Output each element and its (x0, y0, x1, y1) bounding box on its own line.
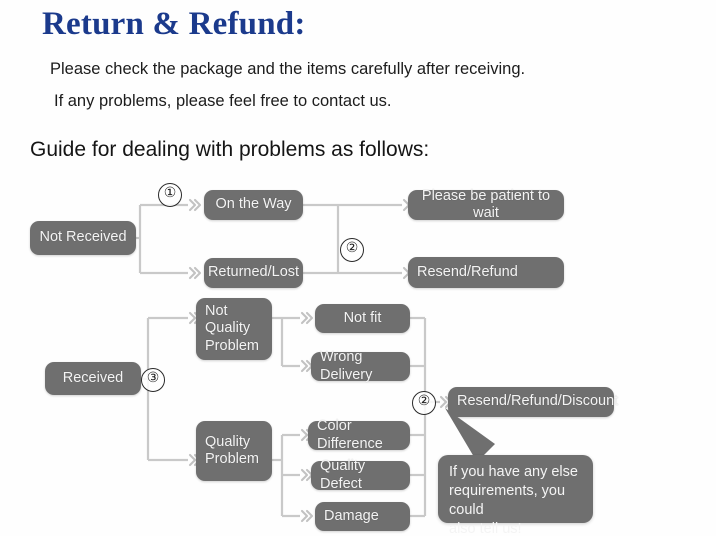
node-damage: Damage (315, 502, 410, 531)
node-please-be-patient-to-wait: Please be patient to wait (408, 188, 564, 221)
node-color-difference: Color Difference (308, 418, 410, 452)
node-quality-defect: Quality Defect (311, 458, 410, 492)
step-number-3: ③ (141, 368, 165, 392)
node-not-received: Not Received (30, 221, 136, 255)
arrow-to-returned-lost (188, 266, 202, 280)
node-on-the-way: On the Way (204, 190, 303, 220)
problem-flowchart: Not Received On the Way Returned/Lost Pl… (0, 178, 716, 537)
step-number-2-top: ② (340, 238, 364, 262)
intro-line-1: Please check the package and the items c… (50, 60, 526, 78)
callout-bubble: If you have any else requirements, you c… (438, 455, 593, 537)
node-received: Received (45, 362, 141, 395)
step-number-1: ① (158, 183, 182, 207)
intro-line-2: If any problems, please feel free to con… (54, 92, 392, 110)
node-wrong-delivery: Wrong Delivery (311, 349, 410, 383)
page-title: Return & Refund: (42, 6, 306, 42)
arrow-to-on-the-way (188, 198, 202, 212)
node-returned-lost: Returned/Lost (204, 258, 303, 288)
arrow-to-damage (300, 509, 314, 523)
node-not-quality-problem: Not Quality Problem (196, 298, 272, 360)
node-resend-refund: Resend/Refund (408, 257, 564, 288)
arrow-to-not-fit (300, 311, 314, 325)
node-resend-refund-discount: Resend/Refund/Discount (448, 387, 618, 417)
callout-tail-icon (445, 408, 495, 462)
flowchart-connectors (136, 198, 453, 523)
node-quality-problem: Quality Problem (196, 421, 272, 481)
node-not-fit: Not fit (315, 304, 410, 333)
guide-heading: Guide for dealing with problems as follo… (30, 138, 430, 161)
step-number-2-bottom: ② (412, 391, 436, 415)
